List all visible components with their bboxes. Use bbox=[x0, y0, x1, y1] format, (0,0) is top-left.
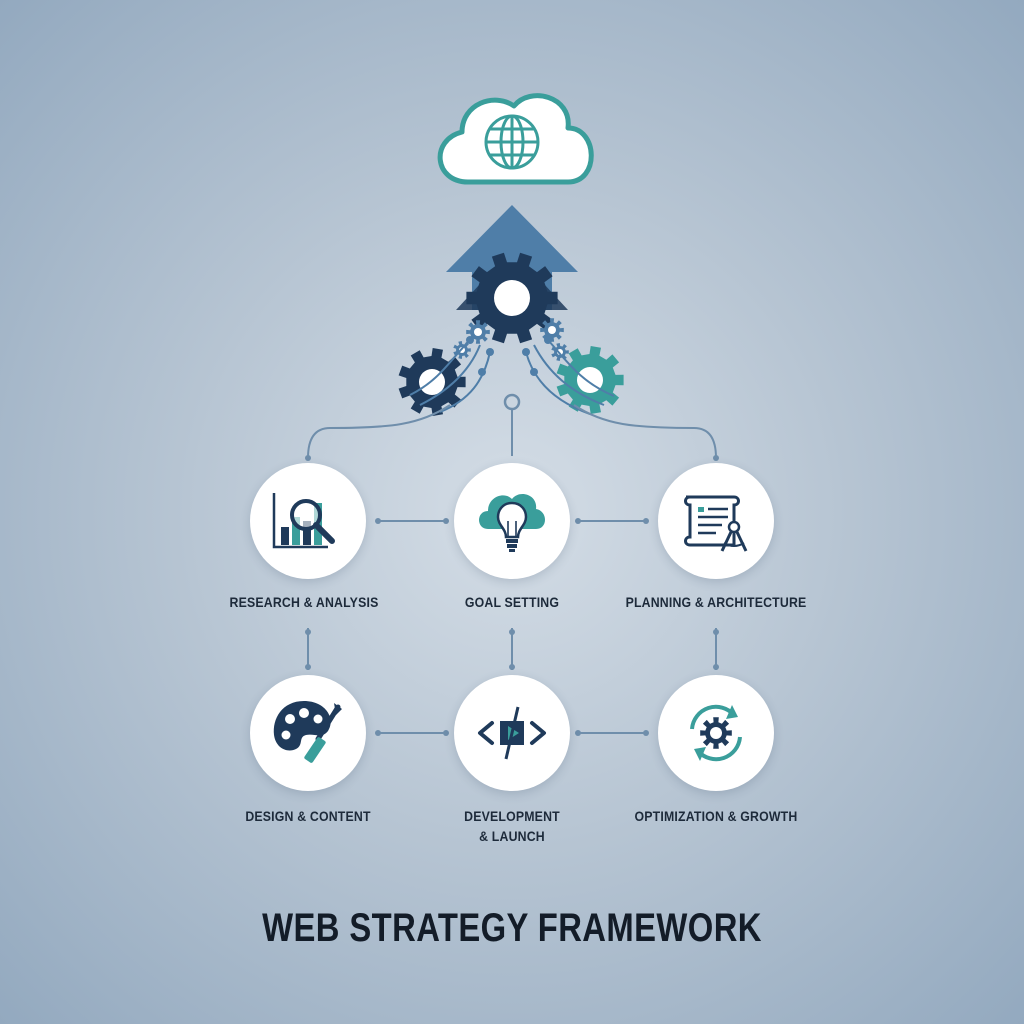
step-node-planning[interactable] bbox=[658, 463, 774, 579]
step-label-goal: GOAL SETTING bbox=[464, 594, 560, 610]
circuit-wires bbox=[409, 339, 615, 415]
lightbulb-cloud-icon bbox=[479, 494, 545, 552]
step-node-development[interactable] bbox=[454, 675, 570, 791]
cloud-globe-icon bbox=[437, 93, 594, 185]
step-label-design: DESIGN & CONTENT bbox=[245, 808, 371, 824]
blueprint-compass-icon bbox=[684, 495, 748, 552]
small-gear-icon bbox=[540, 318, 564, 342]
step-label-planning: PLANNING & ARCHITECTURE bbox=[625, 594, 807, 610]
step-node-design[interactable] bbox=[250, 675, 366, 791]
gear-cycle-icon bbox=[690, 704, 742, 762]
palette-brush-icon bbox=[273, 701, 342, 763]
step-node-optimization[interactable] bbox=[658, 675, 774, 791]
up-arrow-icon bbox=[446, 205, 578, 310]
magnifier-chart-icon bbox=[272, 493, 335, 549]
diagram-title: WEB STRATEGY FRAMEWORK bbox=[262, 906, 762, 950]
main-gear-icon bbox=[466, 252, 558, 344]
step-label-optimization: OPTIMIZATION & GROWTH bbox=[634, 808, 798, 824]
step-label-research: RESEARCH & ANALYSIS bbox=[229, 594, 379, 610]
step-node-goal[interactable] bbox=[454, 463, 570, 579]
connector-dots bbox=[305, 455, 719, 736]
code-play-icon bbox=[478, 706, 546, 760]
step-label-development: DEVELOPMENT & LAUNCH bbox=[464, 808, 560, 844]
step-node-research[interactable] bbox=[250, 463, 366, 579]
globe-icon bbox=[484, 114, 540, 170]
gears-cluster-icon bbox=[398, 252, 624, 416]
junction-node bbox=[503, 393, 521, 411]
circuit-nodes bbox=[466, 336, 552, 376]
